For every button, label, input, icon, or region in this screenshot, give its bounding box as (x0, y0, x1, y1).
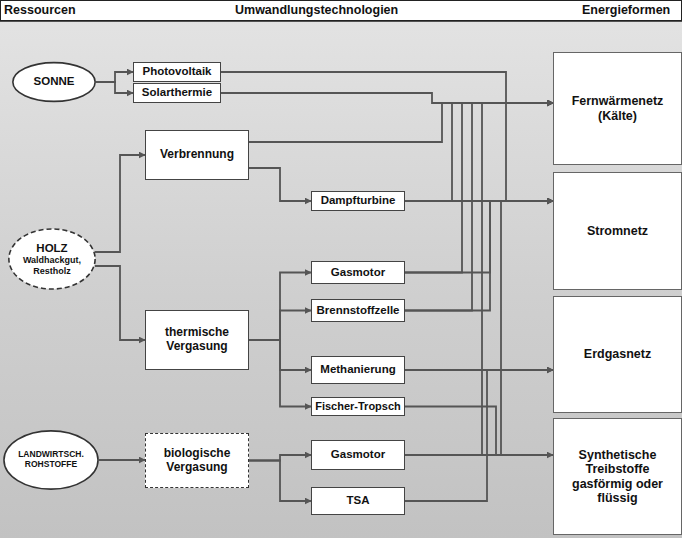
node-text-block: Synthetische Treibstoffe gasförmig oder … (571, 448, 665, 506)
node-label: Methanierung (315, 363, 401, 376)
flow-connector (405, 201, 553, 455)
ellipse-shape (9, 229, 95, 289)
node-text-block: Methanierung (315, 363, 401, 376)
node-label: Dampfturbine (315, 194, 401, 207)
node-label: Gasmotor (315, 448, 401, 461)
flow-connector (249, 340, 311, 407)
process-box: biologische Vergasung (145, 433, 249, 488)
flow-connector (405, 370, 553, 501)
flow-connector (249, 103, 553, 142)
node-label: Gasmotor (315, 266, 401, 279)
node-label: biologische Vergasung (149, 447, 245, 475)
node-label: Solarthermie (137, 86, 217, 99)
node-text-block: Dampfturbine (315, 194, 401, 207)
node-text-block: thermische Vergasung (149, 326, 245, 354)
process-box: Solarthermie (133, 83, 221, 103)
column-heading: Energieformen (582, 3, 670, 17)
flow-connector (95, 266, 145, 340)
process-box: Dampfturbine (311, 191, 405, 211)
process-box: Methanierung (311, 356, 405, 384)
node-text-block: Verbrennung (149, 148, 245, 162)
flow-connector (405, 103, 553, 311)
flow-connector (249, 461, 311, 502)
node-text-block: HOLZWaldhackgut, Restholz (20, 242, 85, 276)
process-box: Verbrennung (145, 130, 249, 180)
flow-connector (405, 103, 553, 201)
node-label: Fischer-Tropsch (315, 400, 401, 413)
node-label: Stromnetz (563, 224, 673, 238)
process-box: Gasmotor (311, 440, 405, 470)
node-label: Brennstoffzelle (315, 304, 401, 317)
resource-ellipse: LANDWIRTSCH. ROHSTOFFE (3, 430, 99, 490)
flow-connector (221, 93, 553, 103)
flow-connector (96, 82, 133, 93)
energy-form-box: Stromnetz (553, 172, 682, 290)
ellipse-shape (13, 63, 95, 102)
node-label: LANDWIRTSCH. ROHSTOFFE (14, 450, 88, 470)
process-box: thermische Vergasung (145, 310, 249, 370)
flow-connector (405, 201, 553, 311)
process-box: Fischer-Tropsch (311, 397, 405, 416)
header-rule (0, 20, 682, 22)
node-text-block: Stromnetz (563, 224, 673, 238)
node-label: HOLZ (20, 242, 85, 255)
resource-ellipse: HOLZWaldhackgut, Restholz (8, 228, 96, 290)
node-text-block: Brennstoffzelle (315, 304, 401, 317)
node-label: thermische Vergasung (149, 326, 245, 354)
process-box: Brennstoffzelle (311, 299, 405, 322)
node-label: SONNE (23, 75, 85, 88)
node-label: Photovoltaik (137, 65, 217, 78)
flow-connector (405, 201, 553, 273)
node-label: Synthetische Treibstoffe gasförmig oder … (571, 448, 665, 506)
ellipse-shape (4, 431, 98, 489)
node-text-block: Fischer-Tropsch (315, 400, 401, 413)
process-box: Photovoltaik (133, 62, 221, 82)
node-text-block: biologische Vergasung (149, 447, 245, 475)
flow-connector (221, 72, 553, 201)
column-heading: Umwandlungstechnologien (235, 3, 398, 17)
node-text-block: SONNE (23, 75, 85, 88)
node-label: Erdgasnetz (563, 347, 673, 361)
flow-connector (96, 72, 133, 82)
flow-connector (249, 311, 311, 341)
node-text-block: Photovoltaik (137, 65, 217, 78)
flow-connector (405, 407, 553, 456)
column-heading: Ressourcen (4, 3, 76, 17)
resource-ellipse: SONNE (12, 62, 96, 102)
flow-connector (405, 103, 553, 273)
process-box: Gasmotor (311, 261, 405, 284)
node-text-block: Fernwärmenetz (Kälte) (563, 94, 673, 123)
energy-form-box: Fernwärmenetz (Kälte) (553, 52, 682, 165)
flow-connector (99, 459, 145, 461)
flow-connector (405, 103, 553, 455)
node-label: Verbrennung (149, 148, 245, 162)
process-box: TSA (311, 487, 405, 515)
node-label: Fernwärmenetz (Kälte) (563, 94, 673, 123)
node-sublabel: Waldhackgut, Restholz (20, 255, 85, 276)
energy-form-box: Erdgasnetz (553, 296, 682, 413)
node-text-block: Gasmotor (315, 448, 401, 461)
flow-connector (95, 155, 145, 252)
node-label: TSA (315, 494, 401, 507)
flow-connector (249, 273, 311, 341)
node-text-block: Solarthermie (137, 86, 217, 99)
node-text-block: Erdgasnetz (563, 347, 673, 361)
node-text-block: Gasmotor (315, 266, 401, 279)
node-text-block: TSA (315, 494, 401, 507)
node-text-block: LANDWIRTSCH. ROHSTOFFE (14, 450, 88, 470)
header-band (1, 1, 682, 21)
flow-connector (249, 168, 311, 201)
energy-form-box: Synthetische Treibstoffe gasförmig oder … (553, 418, 682, 535)
